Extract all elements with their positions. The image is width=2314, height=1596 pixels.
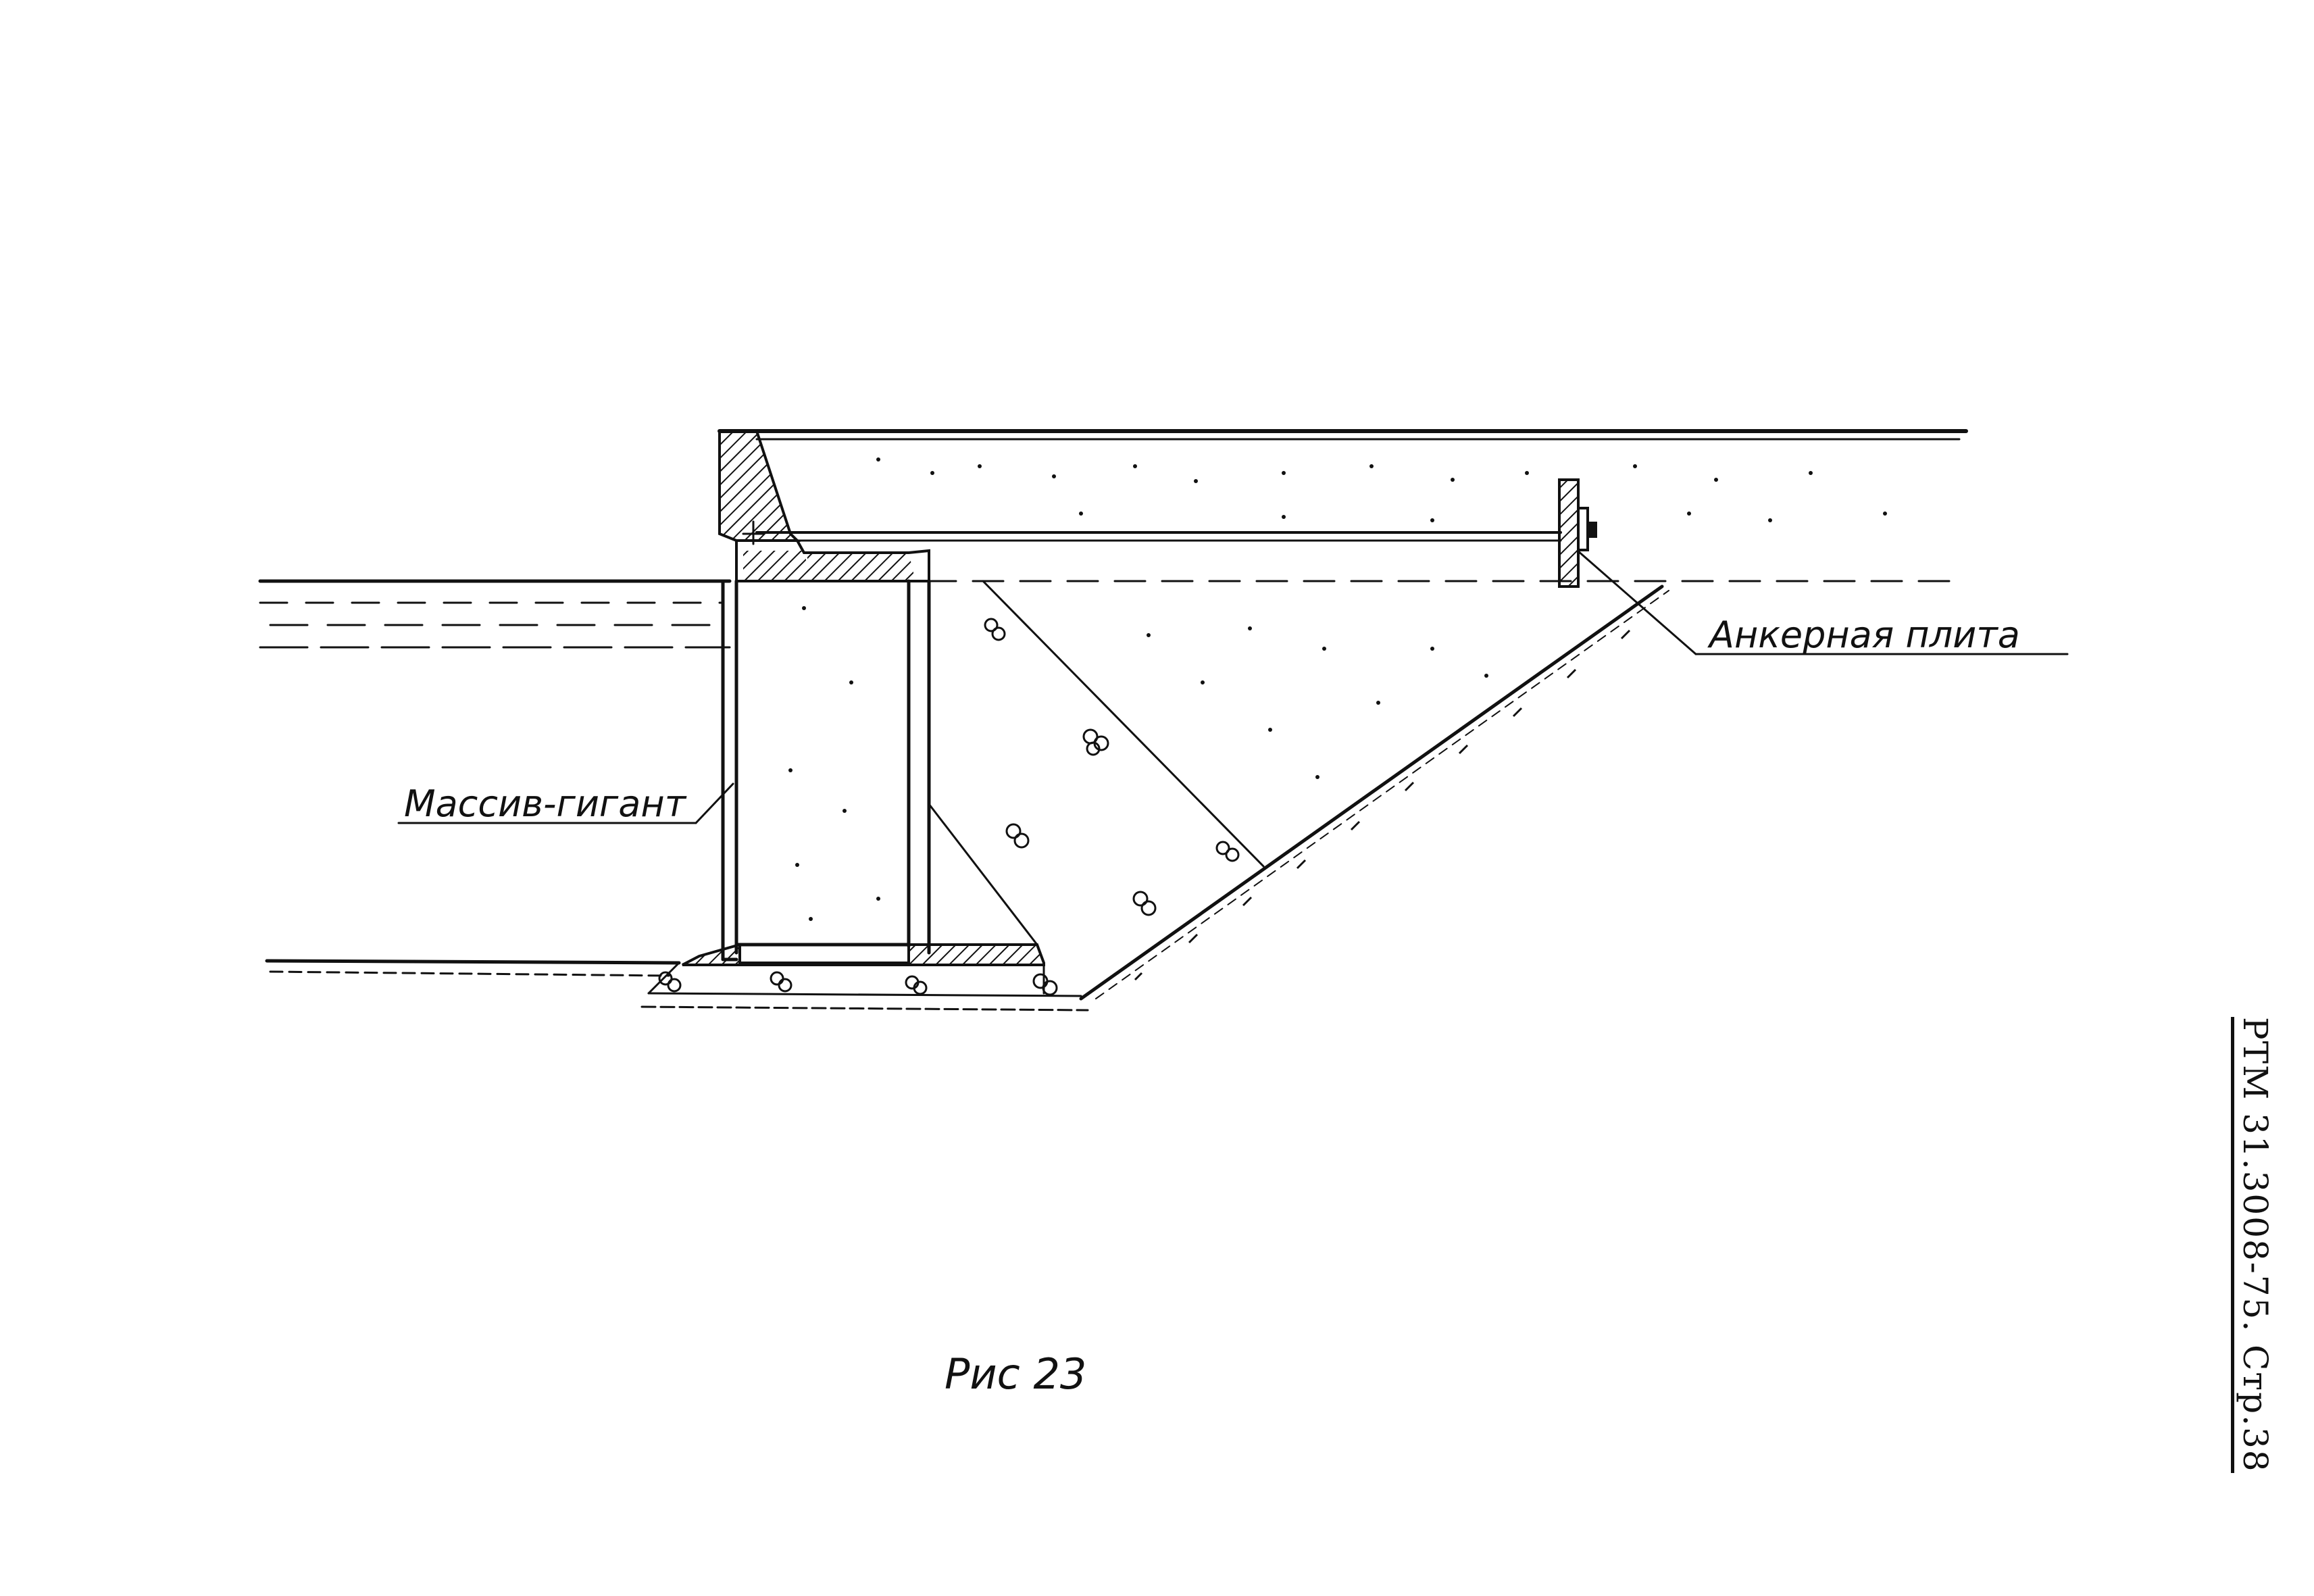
capping-beam: [718, 430, 930, 582]
rubble-stones: [658, 618, 1240, 996]
foundation-bed: [265, 959, 1089, 1012]
document-code: РТМ 31.3008-75. Стр.38: [2231, 1017, 2275, 1473]
figure-caption: Рис 23: [945, 1349, 1086, 1399]
tie-rod: [742, 520, 1562, 545]
caisson-massiv-gigant: [721, 579, 931, 962]
anchor-plate: [1558, 478, 1597, 588]
anchor-plate-label: Анкерная плита: [1707, 614, 2020, 656]
rubble-prism: [982, 580, 1669, 1001]
soil-texture: [1134, 629, 1631, 981]
sand-dots: [788, 457, 1887, 921]
massiv-label: Массив-гигант: [404, 782, 687, 825]
backfill-surface: [718, 429, 1968, 582]
caisson-base-slab: [682, 803, 1045, 966]
leader-lines: [397, 549, 2069, 824]
water-level-lines: [258, 579, 732, 649]
